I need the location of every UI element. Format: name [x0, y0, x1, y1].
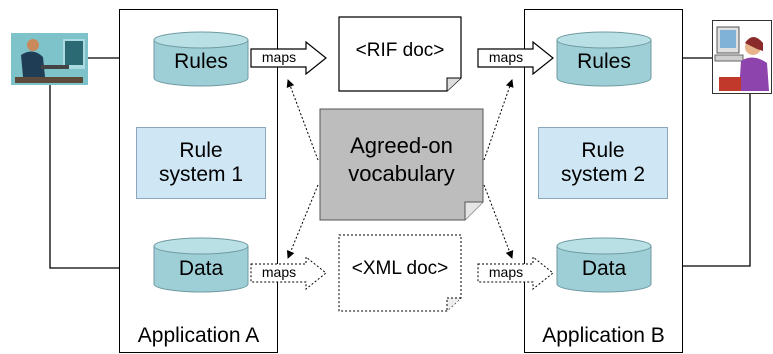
data-b-label: Data	[581, 257, 627, 280]
vocab-to-maps-b-bottom	[483, 184, 514, 259]
maps-label-a-top: maps	[261, 49, 297, 65]
rule-system-2-box: Rule system 2	[538, 127, 668, 199]
rules-b-database: Rules	[556, 31, 652, 87]
rule-system-2-line2: system 2	[560, 163, 646, 186]
rif-doc-shape: <RIF doc>	[338, 16, 462, 92]
data-b-database: Data	[556, 237, 652, 293]
vocabulary-line1: Agreed-on	[350, 133, 453, 158]
vocab-to-maps-a-bottom	[286, 184, 319, 259]
user-a-icon	[11, 33, 88, 85]
maps-arrow-b-bottom: maps	[477, 256, 555, 290]
data-a-label: Data	[178, 257, 224, 280]
rule-system-1-box: Rule system 1	[136, 127, 266, 199]
rif-doc-label: <RIF doc>	[355, 40, 445, 61]
maps-label-b-bottom: maps	[488, 264, 524, 280]
maps-arrow-b-top: maps	[477, 41, 555, 75]
maps-arrow-a-top: maps	[250, 41, 328, 75]
vocabulary-shape: Agreed-on vocabulary	[319, 108, 484, 221]
vocabulary-line2: vocabulary	[348, 161, 455, 186]
vocab-to-maps-b-top	[483, 79, 514, 161]
application-a-label: Application A	[137, 324, 260, 347]
maps-arrow-a-bottom: maps	[250, 256, 328, 290]
rule-system-1-line2: system 1	[158, 163, 244, 186]
xml-doc-label: <XML doc>	[351, 258, 449, 279]
vocab-to-maps-a-top	[286, 79, 319, 161]
data-a-database: Data	[153, 237, 249, 293]
rule-system-2-line1: Rule	[581, 139, 625, 162]
application-b-label: Application B	[542, 324, 665, 347]
rules-a-label: Rules	[174, 50, 228, 73]
maps-label-a-bottom: maps	[261, 264, 297, 280]
rules-a-database: Rules	[153, 31, 249, 87]
user-b-to-data-line	[651, 92, 751, 270]
rule-system-1-line1: Rule	[179, 139, 223, 162]
user-a-to-data-line	[49, 84, 151, 272]
xml-doc-shape: <XML doc>	[338, 234, 462, 312]
maps-label-b-top: maps	[488, 49, 524, 65]
user-b-icon	[712, 20, 772, 94]
rules-b-label: Rules	[577, 50, 631, 73]
